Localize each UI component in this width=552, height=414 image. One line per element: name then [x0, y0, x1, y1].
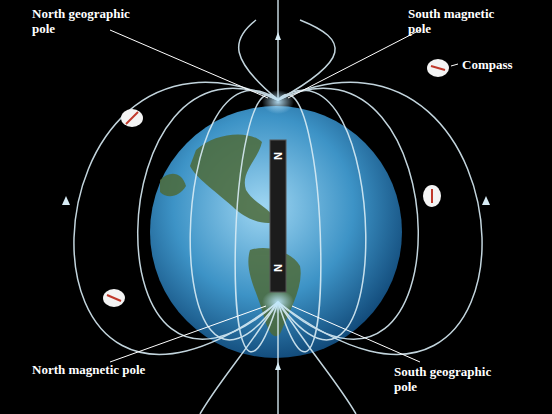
leader-lines [110, 30, 458, 362]
magnet-pole-letter: N [272, 262, 284, 274]
pole-label: North magnetic pole [32, 362, 145, 377]
bar-magnet [270, 140, 286, 292]
pole-label: North geographic pole [32, 6, 152, 36]
magnet-pole-letter: N [272, 150, 284, 162]
pole-label: South geographic pole [394, 364, 514, 394]
field-arrows [62, 32, 490, 370]
pole-label: South magnetic pole [408, 6, 518, 36]
earth-globe [150, 106, 402, 358]
continents [160, 134, 301, 336]
compass-label: Compass [462, 57, 513, 72]
field-lines [74, 0, 482, 414]
compass-symbols [103, 59, 449, 307]
